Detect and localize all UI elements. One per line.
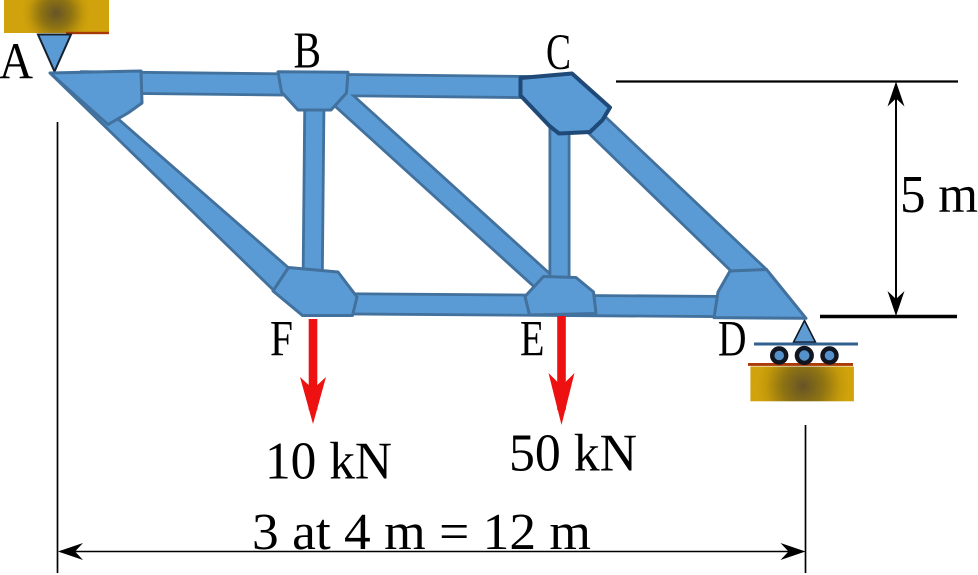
svg-text:5 m: 5 m bbox=[900, 166, 978, 224]
svg-text:3 at 4 m = 12 m: 3 at 4 m = 12 m bbox=[252, 504, 591, 561]
svg-text:E: E bbox=[520, 312, 545, 368]
svg-text:F: F bbox=[270, 312, 293, 368]
svg-text:D: D bbox=[718, 312, 747, 368]
svg-text:B: B bbox=[294, 23, 322, 80]
svg-text:A: A bbox=[0, 34, 33, 91]
svg-text:50 kN: 50 kN bbox=[509, 425, 637, 483]
svg-text:10 kN: 10 kN bbox=[265, 433, 392, 491]
svg-text:C: C bbox=[546, 25, 571, 81]
